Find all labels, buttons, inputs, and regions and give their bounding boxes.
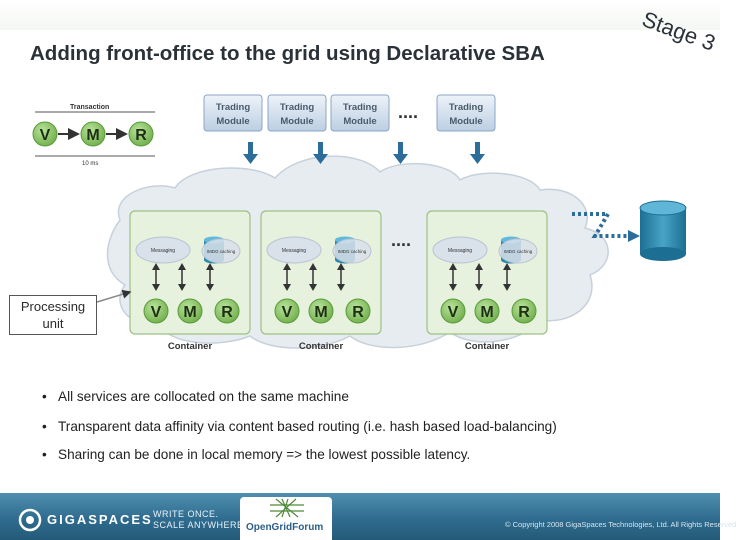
trading-module-2-label-b: Module (280, 116, 313, 127)
messaging-cloud (135, 236, 191, 264)
stage-badge: Stage 3 (639, 6, 719, 55)
container-label: Container (168, 341, 213, 352)
trading-module-4 (436, 94, 496, 132)
trading-module-3-label-b: Module (343, 116, 376, 127)
container-v-letter: V (448, 304, 459, 321)
footer-brand: GIGASPACES (47, 512, 153, 527)
cache-cloud (201, 238, 241, 264)
bullet-item-3: • Sharing can be done in local memory => … (42, 447, 470, 462)
trading-module-2 (267, 94, 327, 132)
container-m-letter: M (183, 304, 196, 321)
transaction-m-circle (80, 121, 106, 147)
transaction-label: Transaction (70, 104, 109, 111)
container-r-circle (511, 298, 537, 324)
transaction-r: R (135, 127, 147, 144)
container-r-letter: R (518, 304, 530, 321)
footer-tagline-2: SCALE ANYWHERE. (153, 520, 247, 530)
cache-label: IMDG caching (207, 249, 236, 254)
cache-cloud (332, 238, 372, 264)
cache-cloud (498, 238, 538, 264)
db-link (572, 212, 630, 238)
container-m-letter: M (314, 304, 327, 321)
container-label: Container (299, 341, 344, 352)
messaging-label: Messaging (448, 248, 472, 254)
footer-bar (0, 493, 720, 540)
transaction-v-circle (32, 121, 58, 147)
cache-label: IMDG caching (504, 249, 533, 254)
container-m-letter: M (480, 304, 493, 321)
transaction-duration: 10 ms (82, 161, 98, 167)
bullet-item-1: • All services are collocated on the same… (42, 389, 349, 404)
container-r-letter: R (352, 304, 364, 321)
trading-module-1-label-a: Trading (216, 102, 251, 113)
database-icon (639, 200, 687, 261)
bullet-text-1: All services are collocated on the same … (58, 389, 349, 404)
gigaspaces-logo-icon (18, 508, 42, 532)
trading-module-1-label-b: Module (216, 116, 249, 127)
container-r-letter: R (221, 304, 233, 321)
bullet-dot: • (42, 447, 47, 462)
ogf-grid-icon (270, 498, 304, 518)
footer-copyright: © Copyright 2008 GigaSpaces Technologies… (505, 520, 736, 529)
ogf-logo-text: OpenGridForum (246, 522, 324, 533)
trading-module-3 (330, 94, 390, 132)
bullet-dot: • (42, 389, 47, 404)
containers-ellipsis: .... (391, 230, 411, 250)
trading-module-4-label-a: Trading (449, 102, 484, 113)
stage-label: Stage 3 (639, 6, 719, 55)
bullet-text-3: Sharing can be done in local memory => t… (58, 447, 471, 462)
container-v-letter: V (151, 304, 162, 321)
bullet-dot: • (42, 419, 47, 434)
container-label: Container (465, 341, 510, 352)
bullet-item-2: • Transparent data affinity via content b… (42, 419, 557, 434)
messaging-cloud (266, 236, 322, 264)
top-banner (0, 0, 720, 30)
container-r-circle (345, 298, 371, 324)
trading-modules-ellipsis: .... (398, 102, 418, 122)
footer-tagline: WRITE ONCE. SCALE ANYWHERE. (153, 509, 247, 531)
bullet-text-2: Transparent data affinity via content ba… (58, 419, 557, 434)
messaging-label: Messaging (282, 248, 306, 254)
cache-label: IMDG caching (338, 249, 367, 254)
container-v-circle (440, 298, 466, 324)
transaction-m: M (86, 127, 99, 144)
messaging-label: Messaging (151, 248, 175, 254)
container-v-circle (274, 298, 300, 324)
transaction-v: V (40, 127, 51, 144)
footer-tagline-1: WRITE ONCE. (153, 509, 219, 519)
messaging-cloud (432, 236, 488, 264)
container-m-circle (308, 298, 334, 324)
trading-module-1 (203, 94, 263, 132)
processing-unit-label: Processing unit (20, 299, 86, 331)
architecture-diagram: Transaction V M R 10 ms Trading Module T… (32, 94, 687, 352)
slide-title: Adding front-office to the grid using De… (30, 42, 545, 65)
container-r-circle (214, 298, 240, 324)
transaction-r-circle (128, 121, 154, 147)
trading-module-3-label-a: Trading (343, 102, 378, 113)
trading-module-4-label-b: Module (449, 116, 482, 127)
transaction-panel: Transaction V M R 10 ms (32, 104, 155, 167)
container-m-circle (474, 298, 500, 324)
ogf-logo-panel (240, 497, 332, 540)
processing-unit-pointer (96, 289, 132, 303)
container-v-circle (143, 298, 169, 324)
processing-unit-callout: Processing unit (9, 295, 97, 335)
container-m-circle (177, 298, 203, 324)
container-v-letter: V (282, 304, 293, 321)
trading-modules: Trading Module Trading Module Trading Mo… (203, 94, 496, 132)
trading-module-2-label-a: Trading (280, 102, 315, 113)
module-arrows (243, 142, 485, 164)
